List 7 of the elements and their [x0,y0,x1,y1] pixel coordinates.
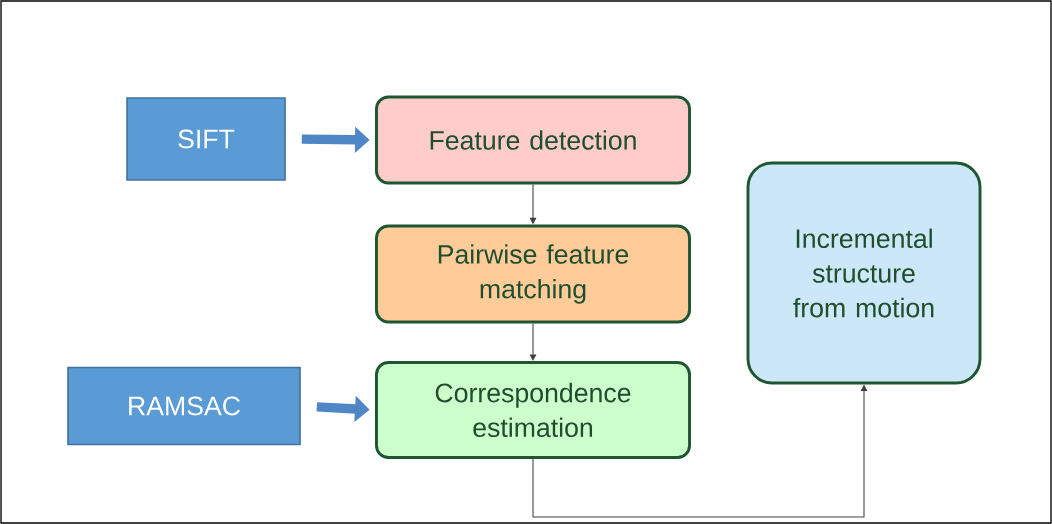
tool-box: RAMSAC [67,366,301,446]
tool-box: SIFT [126,97,286,181]
process-box: Feature detection [375,95,691,185]
process-box: Pairwise feature matching [375,224,691,324]
process-box: Correspondence estimation [375,361,691,459]
arrow [529,322,537,361]
process-box: Incremental structure from motion [746,161,982,385]
